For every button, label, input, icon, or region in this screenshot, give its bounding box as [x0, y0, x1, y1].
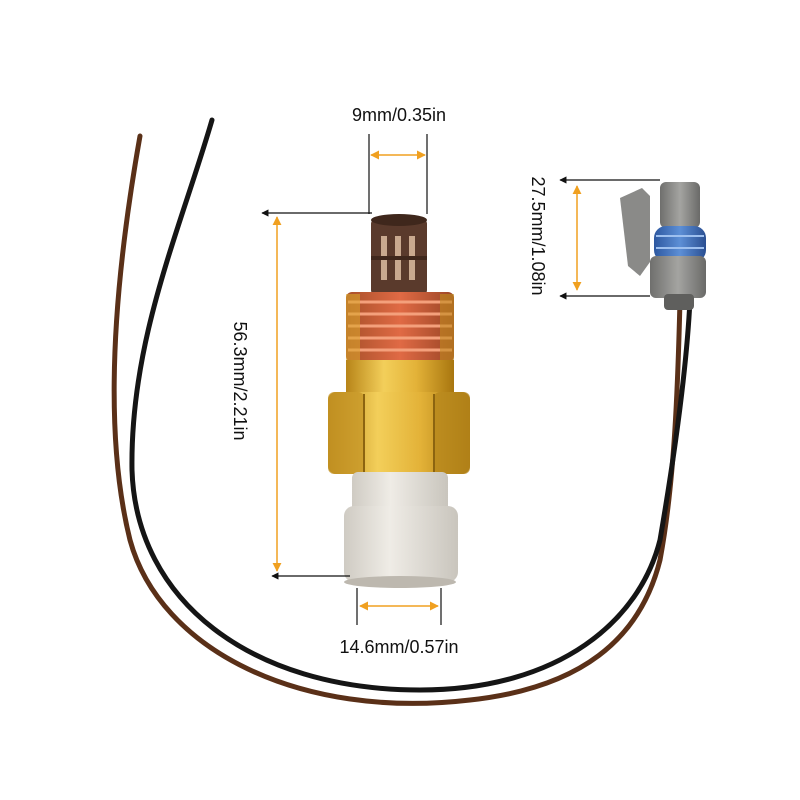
body-width-label: 14.6mm/0.57in [339, 637, 458, 657]
total-length-label: 56.3mm/2.21in [230, 321, 250, 440]
dimension-body-width: 14.6mm/0.57in [339, 588, 459, 657]
hex-nut [328, 392, 470, 474]
brass-collar [346, 360, 454, 394]
dimension-tip-width: 9mm/0.35in [352, 105, 446, 214]
sensor-tip [371, 214, 427, 296]
sensor-body [328, 214, 470, 588]
connector-length-label: 27.5mm/1.08in [528, 176, 548, 295]
dimension-connector-length: 27.5mm/1.08in [528, 176, 660, 300]
threaded-section [346, 292, 454, 362]
dimension-total-length: 56.3mm/2.21in [230, 209, 372, 580]
pigtail-connector [620, 182, 706, 310]
white-plastic-housing [344, 472, 458, 588]
black-wire [129, 117, 693, 693]
sensor-wires [111, 117, 693, 706]
tip-width-label: 9mm/0.35in [352, 105, 446, 125]
